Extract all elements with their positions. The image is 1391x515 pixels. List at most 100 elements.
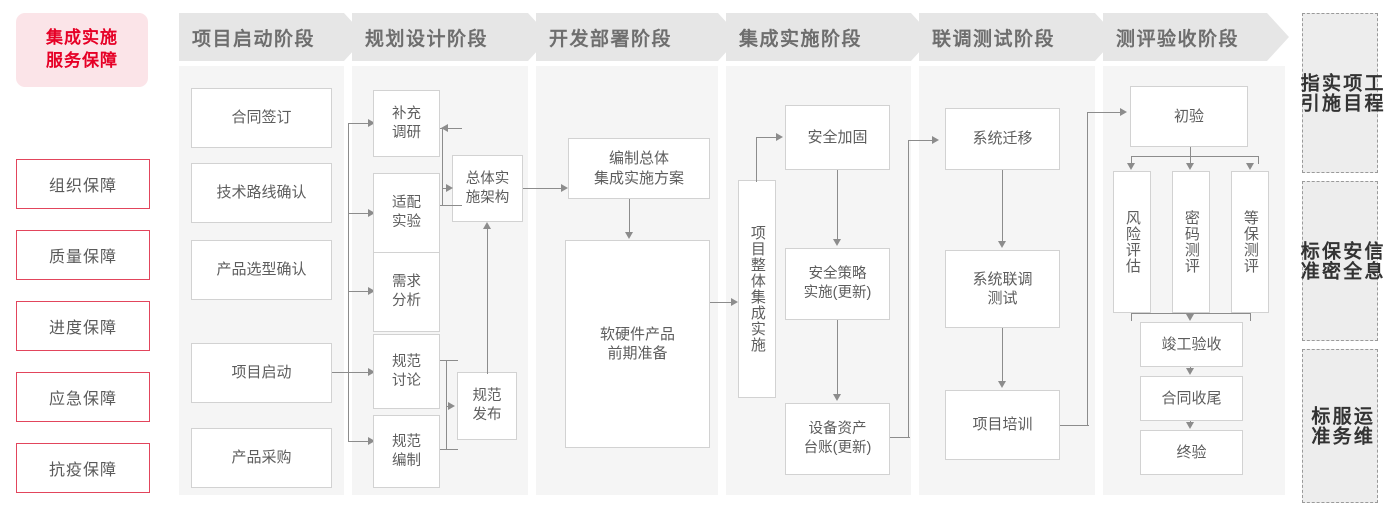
standard-operation-maintenance-service[interactable]: 运维 服务 标准 xyxy=(1302,349,1378,503)
arrowhead-right xyxy=(446,183,453,192)
guarantee-item-label: 进度保障 xyxy=(48,320,117,337)
connector-initial-stem xyxy=(1190,147,1192,157)
node-tech-route-confirm[interactable]: 技术路线确认 xyxy=(191,163,332,223)
node-completion-acceptance[interactable]: 竣工验收 xyxy=(1140,322,1243,367)
phase-header-acceptance[interactable]: 测评验收阶段 xyxy=(1103,13,1289,61)
node-risk-assessment[interactable]: 风险评估 xyxy=(1113,171,1151,313)
node-hardware-software-preparation[interactable]: 软硬件产品 前期准备 xyxy=(565,240,710,448)
connector-adapt-out xyxy=(440,205,462,207)
node-overall-implementation-architecture[interactable]: 总体实 施架构 xyxy=(452,155,523,222)
node-contract-closeout[interactable]: 合同收尾 xyxy=(1140,376,1243,421)
node-label: 软硬件产品 前期准备 xyxy=(599,325,675,363)
connector-migration-to-jointtest xyxy=(1002,170,1004,242)
connector-preparation-to-integration xyxy=(710,302,736,304)
standard-label: 工程 项目 实施 指引 xyxy=(1297,73,1383,113)
arrowhead-up xyxy=(482,222,491,229)
guarantee-item-quality[interactable]: 质量保障 xyxy=(16,230,150,280)
node-label: 需求 分析 xyxy=(392,274,421,309)
connector-spec-discuss-out xyxy=(440,360,458,362)
node-classified-protection-evaluation[interactable]: 等保测评 xyxy=(1231,171,1269,313)
node-requirement-analysis[interactable]: 需求 分析 xyxy=(373,252,440,332)
node-label: 合同收尾 xyxy=(1161,389,1222,407)
node-label: 终验 xyxy=(1176,443,1207,461)
arrowhead-down xyxy=(624,232,633,239)
node-initial-acceptance[interactable]: 初验 xyxy=(1130,86,1248,147)
node-system-migration[interactable]: 系统迁移 xyxy=(945,108,1060,170)
arrowhead-down xyxy=(1245,163,1254,170)
guarantee-title-text: 集成实施 服务保障 xyxy=(46,28,118,70)
node-label: 安全策略 实施(更新) xyxy=(803,266,872,301)
connector-initial-fanout-bus xyxy=(1131,156,1259,158)
phase-header-jointtest[interactable]: 联调测试阶段 xyxy=(919,13,1117,61)
node-project-kickoff[interactable]: 项目启动 xyxy=(191,343,332,403)
connector-merge-left xyxy=(1131,313,1133,321)
standard-engineering-project-guideline[interactable]: 工程 项目 实施 指引 xyxy=(1298,13,1383,173)
guarantee-item-label: 组织保障 xyxy=(48,178,117,195)
node-label: 产品选型确认 xyxy=(216,261,307,279)
guarantee-item-organization[interactable]: 组织保障 xyxy=(16,159,150,209)
arrowhead-down xyxy=(832,239,841,246)
connector-trunk-to-supplement xyxy=(348,123,370,125)
guarantee-item-label: 抗疫保障 xyxy=(48,462,117,479)
node-adaptation-experiment[interactable]: 适配 实验 xyxy=(373,173,440,253)
node-label: 项目整体集成实施 xyxy=(748,225,766,353)
node-security-hardening[interactable]: 安全加固 xyxy=(785,105,890,170)
connector-integration-to-hardening xyxy=(756,137,778,139)
phase-header-label: 规划设计阶段 xyxy=(365,28,489,50)
node-system-joint-debug-test[interactable]: 系统联调 测试 xyxy=(945,250,1060,328)
connector-trunk-to-requirement xyxy=(348,291,370,293)
phase-header-integration[interactable]: 集成实施阶段 xyxy=(726,13,933,61)
arrowhead-right xyxy=(932,135,939,144)
guarantee-item-epidemic[interactable]: 抗疫保障 xyxy=(16,443,150,493)
standard-information-security-confidentiality[interactable]: 信息 安全 保密 标准 xyxy=(1298,181,1383,341)
connector-trunk-to-spec-discuss xyxy=(348,372,370,374)
phase-header-label: 项目启动阶段 xyxy=(192,28,316,50)
node-contract-signing[interactable]: 合同签订 xyxy=(191,88,332,148)
connector-to-initial-acceptance xyxy=(1087,112,1123,114)
node-label: 规范 发布 xyxy=(472,388,502,423)
arrowhead-left xyxy=(441,123,448,132)
node-label: 补充 调研 xyxy=(392,105,421,141)
guarantee-item-label: 应急保障 xyxy=(48,391,117,408)
node-equipment-asset-ledger[interactable]: 设备资产 台账(更新) xyxy=(785,403,890,475)
node-project-training[interactable]: 项目培训 xyxy=(945,390,1060,460)
node-overall-project-integration[interactable]: 项目整体集成实施 xyxy=(738,180,776,398)
node-security-policy-implementation[interactable]: 安全策略 实施(更新) xyxy=(785,248,890,320)
arrowhead-down xyxy=(1126,163,1135,170)
node-label: 总体实 施架构 xyxy=(465,170,510,206)
connector-fanout-right xyxy=(1258,156,1260,164)
node-product-selection-confirm[interactable]: 产品选型确认 xyxy=(191,240,332,300)
node-label: 设备资产 台账(更新) xyxy=(803,421,872,456)
node-label: 合同签订 xyxy=(231,109,292,127)
phase-header-startup[interactable]: 项目启动阶段 xyxy=(179,13,366,61)
node-cryptography-evaluation[interactable]: 密码测评 xyxy=(1172,171,1210,313)
node-label: 产品采购 xyxy=(231,449,292,467)
guarantee-item-emergency[interactable]: 应急保障 xyxy=(16,372,150,422)
node-label: 项目启动 xyxy=(231,364,292,382)
guarantee-title-card: 集成实施 服务保障 xyxy=(16,13,148,87)
phase-header-development[interactable]: 开发部署阶段 xyxy=(536,13,740,61)
node-spec-release[interactable]: 规范 发布 xyxy=(457,372,517,440)
connector-ledger-riser xyxy=(908,140,910,438)
connector-release-to-architecture xyxy=(487,229,489,374)
node-compile-overall-integration-plan[interactable]: 编制总体 集成实施方案 xyxy=(568,138,710,199)
connector-trunk-to-adapt xyxy=(348,213,370,215)
node-spec-drafting[interactable]: 规范 编制 xyxy=(373,415,440,488)
connector-to-system-migration xyxy=(908,140,935,142)
arrowhead-down xyxy=(997,241,1006,248)
node-supplementary-research[interactable]: 补充 调研 xyxy=(373,90,440,157)
node-label: 竣工验收 xyxy=(1161,335,1222,353)
connector-fanout-left xyxy=(1131,156,1133,164)
connector-spec-draft-out xyxy=(440,449,458,451)
node-spec-discussion[interactable]: 规范 讨论 xyxy=(373,334,440,409)
phase-header-label: 集成实施阶段 xyxy=(739,28,863,50)
guarantee-item-schedule[interactable]: 进度保障 xyxy=(16,301,150,351)
phase-header-planning[interactable]: 规划设计阶段 xyxy=(352,13,550,61)
arrowhead-right xyxy=(1120,107,1127,116)
node-product-procurement[interactable]: 产品采购 xyxy=(191,428,332,488)
node-final-acceptance[interactable]: 终验 xyxy=(1140,430,1243,475)
arrowhead-right xyxy=(448,401,455,410)
connector-kickoff-trunk xyxy=(332,372,350,374)
node-label: 密码测评 xyxy=(1182,210,1200,274)
